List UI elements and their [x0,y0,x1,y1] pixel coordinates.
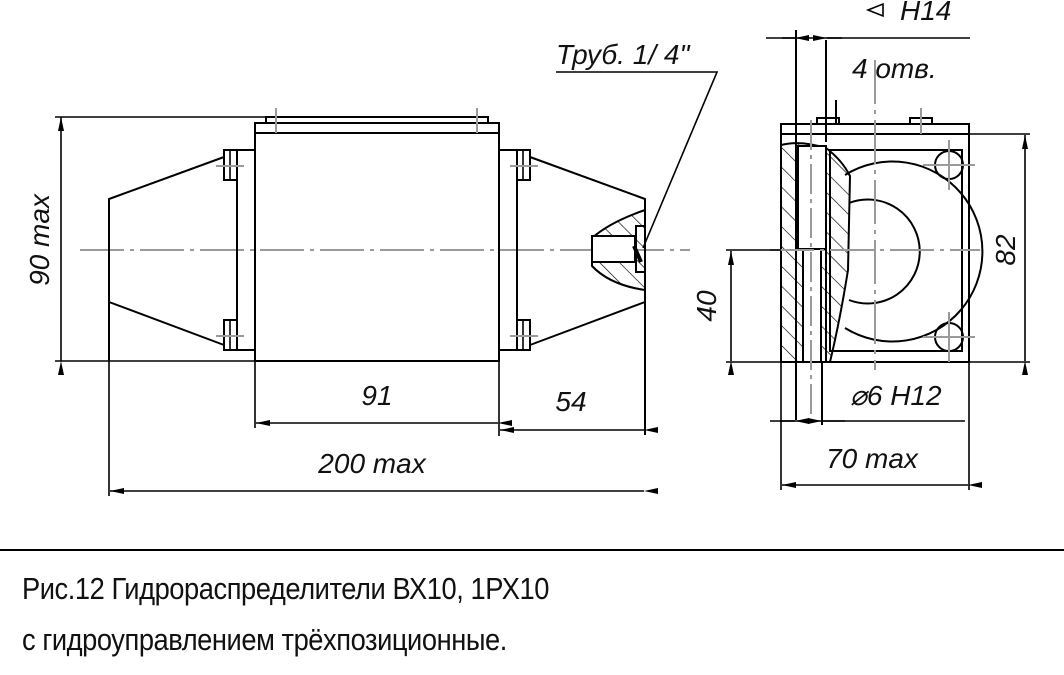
dim-height-82: 82 [990,234,1021,266]
top-holes-tolerance: H14 [900,0,951,26]
front-view: Труб. 1/ 4" 90 max 91 54 200 max [24,39,719,496]
technical-drawing: Труб. 1/ 4" 90 max 91 54 200 max [24,0,1030,496]
hole-diameter: ⌀6 H12 [850,380,942,411]
dim-length-200: 200 max [317,448,426,479]
dim-height-90: 90 max [24,193,55,286]
holes-count: 4 отв. [852,53,937,84]
caption-divider [0,549,1064,551]
dim-cover-54: 54 [555,386,586,417]
caption-line-1: Рис.12 Гидрораспределители ВХ10, 1РХ10 [22,571,550,606]
dim-body-91: 91 [361,380,392,411]
caption-line-2: с гидроуправлением трёхпозиционные. [22,622,507,657]
side-view: H14 4 отв. 82 40 ⌀6 H12 70 max [691,0,1030,490]
pipe-callout: Труб. 1/ 4" [556,39,690,70]
dim-width-70: 70 max [826,443,919,474]
dim-offset-40: 40 [691,290,722,322]
